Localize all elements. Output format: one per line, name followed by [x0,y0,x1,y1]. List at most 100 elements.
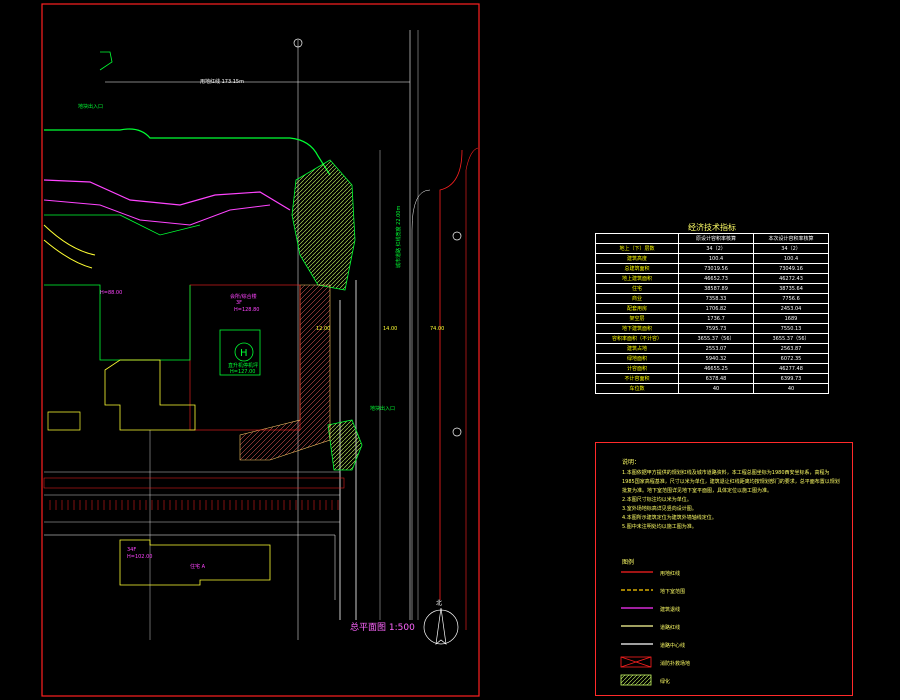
table-cell: 7756.6 [753,293,829,304]
table-cell: 34（2） [753,243,829,254]
table-cell: 6072.35 [753,353,829,364]
plan-title: 总平面图 1:500 [350,623,415,633]
table-cell: 34（2） [678,243,754,254]
table-row-label: 架空层 [595,313,679,324]
table-cell: 40 [753,383,829,394]
table-cell: 2453.04 [753,303,829,314]
table-cell: 100.4 [753,253,829,264]
table-cell: 2553.07 [678,343,754,354]
green-zone [327,419,363,471]
table-row: 容积率面积（不计容）3655.37（56）3655.37（56） [595,333,829,344]
table-row-label: 地上（下）层数 [595,243,679,254]
podium-outline [104,359,196,431]
road-edge [411,189,431,620]
table-cell: 7358.33 [678,293,754,304]
table-row-label: 商业 [595,293,679,304]
legend-label: 道路中心线 [660,643,686,649]
table-cell: 73019.56 [678,263,754,274]
table-cell: 本次设计容积率核算 [753,233,829,244]
helipad-label: 直升机停机坪 [228,363,259,369]
legend-label: 道路红线 [660,625,681,631]
legend-label: 建筑退线 [660,607,681,613]
notes-title: 说明： [622,459,641,466]
table-row-label: 不计容面积 [595,373,679,384]
table-cell: 46652.73 [678,273,754,284]
entry-east-label: 地块出入口 [370,406,396,412]
table-cell: 40 [678,383,754,394]
legend-title: 图例 [622,559,635,566]
notes-panel: 说明： 1.本图依据甲方提供的规划红线及城市道路资料，本工程总图坐标为1980西… [595,442,853,696]
parking-stripes [49,500,339,510]
table-cell: 1689 [753,313,829,324]
note-line: 批复为准。地下室范围详见地下室平面图，具体定位以施工图为准。 [622,488,773,494]
note-line: 1.本图依据甲方提供的规划红线及城市道路资料，本工程总图坐标为1980西安坐标系… [622,470,830,476]
table-cell: 1736.7 [678,313,754,324]
table-row-label: 住宅 [595,283,679,294]
helipad-height: H=127.00 [230,369,256,375]
north-label: 北 [436,600,443,607]
dim-center: 12.00 [316,326,331,332]
table-cell: 5940.32 [678,353,754,364]
green-zone [291,159,356,291]
table-row-label: 总建筑面积 [595,263,679,274]
axis-marker [452,427,462,437]
table-cell: 3655.37（56） [678,333,754,344]
dim-right: 74.00 [430,326,445,332]
road-edge [439,149,463,600]
drawing-frame [41,3,480,697]
table-cell: 7550.13 [753,323,829,334]
note-line: 4.本图所示建筑定位为建筑外墙轴线定位。 [622,515,717,521]
table-cell: 46272.43 [753,273,829,284]
table-row-label [595,233,679,244]
main-building-height: H=128.80 [234,307,260,313]
legend-swatch [620,656,652,668]
table-cell: 46655.25 [678,363,754,374]
table-cell: 46277.48 [753,363,829,374]
table-row-label: 配套用房 [595,303,679,314]
site-boundary-dim: 用地红线 173.15m [200,79,244,85]
table-row-label: 地下建筑面积 [595,323,679,334]
table-row-label: 车位数 [595,383,679,394]
building-a-height: H=102.00 [127,554,153,560]
road-band [43,477,345,489]
main-building-floors: 3F [236,300,243,306]
lower-outline [44,534,336,600]
table-row-label: 容积率面积（不计容） [595,333,679,344]
note-line: 2.本图尺寸标注均以米为单位。 [622,497,692,503]
table-cell: 1706.82 [678,303,754,314]
note-line: 3.室外场地标高详见竖向设计图。 [622,506,697,512]
legend-swatch [620,674,652,686]
podium-outline [47,411,81,431]
table-cell: 3655.37（56） [753,333,829,344]
retreat-line [44,128,331,176]
fire-area [239,284,331,461]
table-cell: 7595.73 [678,323,754,334]
legend-swatches [620,571,653,686]
table-cell: 100.4 [678,253,754,264]
legend-label: 用地红线 [660,571,681,577]
table-cell: 原设计容积率核算 [678,233,754,244]
left-building [44,284,191,361]
table-cell: 6399.73 [753,373,829,384]
helipad-circle [234,342,254,362]
table-row-label: 建筑占地 [595,343,679,354]
note-line: 1985国家高程基准，尺寸以米为单位，建筑退让红线距离均按规划部门的要求，总平面… [622,479,840,485]
table-cell: 6378.48 [678,373,754,384]
legend-label: 消防扑救场地 [660,661,691,667]
retreat-line [43,199,271,226]
entry-top-label: 地块出入口 [78,104,104,110]
helipad-box [219,329,261,376]
legend-label: 地下室范围 [660,589,686,595]
table-header-row: 原设计容积率核算本次设计容积率核算 [595,233,829,244]
